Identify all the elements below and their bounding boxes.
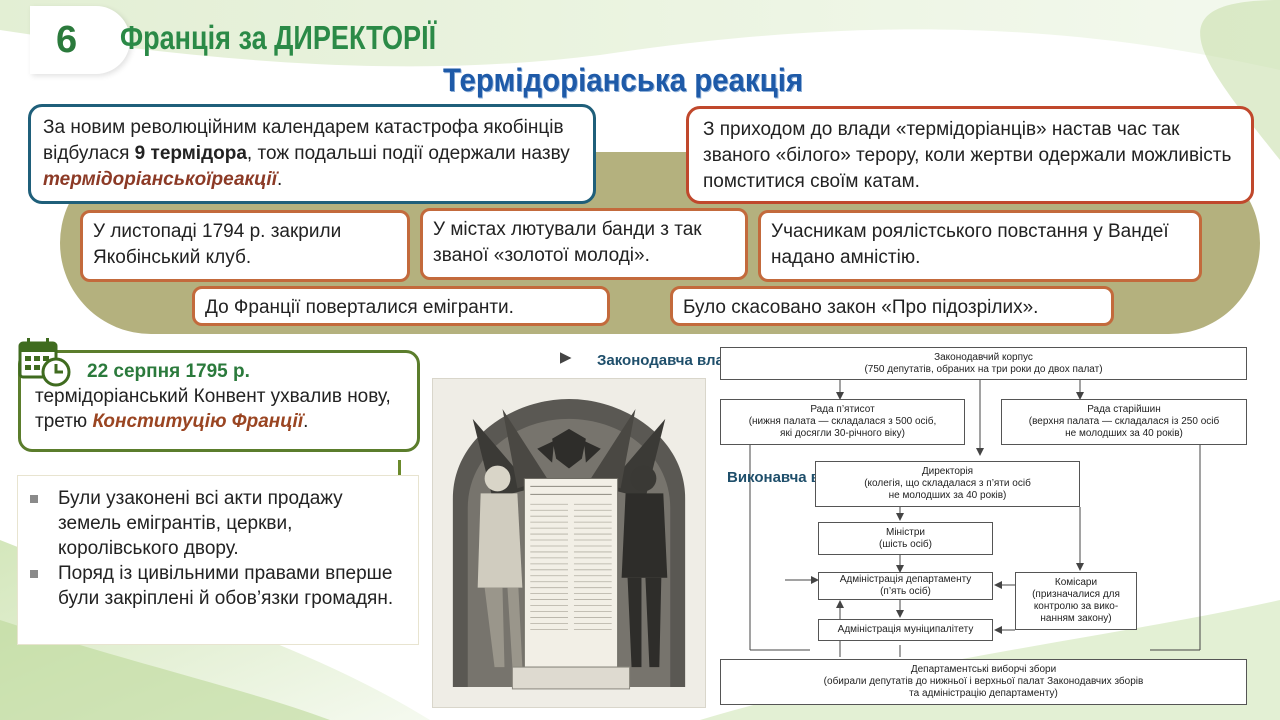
- constitution-date-box: 22 серпня 1795 р. термідоріанський Конве…: [18, 350, 420, 452]
- box-line: (призначалися для: [1032, 589, 1120, 600]
- box-line: Департаментські виборчі збори: [910, 664, 1057, 675]
- directory-box: Директорія (колегія, що складалася з п’я…: [815, 461, 1080, 507]
- white-terror-box: З приходом до влади «термідоріанців» нас…: [686, 106, 1254, 204]
- calendar-text-3: .: [276, 169, 283, 190]
- band-item-suspects-law: Було скасовано закон «Про підозрілих».: [670, 286, 1114, 326]
- legislative-corps-box: Законодавчий корпус (750 депутатів, обра…: [720, 347, 1247, 380]
- ministers-box: Міністри (шість осіб): [818, 522, 993, 555]
- legislative-power-label: Законодавча влада: [597, 352, 742, 369]
- bullet-item: Були узаконені всі акти продажу земель е…: [30, 486, 406, 561]
- council-elders-box: Рада старійшин (верхня палата — складала…: [1001, 399, 1247, 445]
- calendar-text-1: За новим революційним календарем катастр…: [43, 117, 564, 164]
- constitution-text-2: .: [303, 411, 309, 432]
- band-item-jacobin-club: У листопаді 1794 р. закрили Якобінський …: [80, 210, 410, 282]
- band-item-text: До Франції поверталися емігранти.: [205, 297, 514, 318]
- box-line: (п’ять осіб): [880, 586, 931, 597]
- band-item-golden-youth: У містах лютували банди з так званої «зо…: [420, 208, 748, 280]
- calendar-explanation-box: За новим революційним календарем катастр…: [28, 104, 596, 204]
- arrow-down-icon: [398, 460, 401, 490]
- department-admin-box: Адміністрація департаменту (п’ять осіб): [818, 572, 993, 600]
- box-line: Комісари: [1054, 577, 1098, 588]
- thermidor-date: 9 термідора: [134, 143, 247, 164]
- government-structure-diagram: Законодавча влада Виконавча влада Законо…: [560, 345, 1250, 710]
- diagram-connectors: [560, 350, 1201, 657]
- box-line: нанням закону): [1040, 613, 1112, 624]
- calendar-clock-icon: [18, 338, 71, 387]
- band-item-text: У містах лютували банди з так званої «зо…: [433, 219, 702, 266]
- box-line: Рада п’ятисот: [810, 404, 875, 415]
- box-line: (колегія, що складалася з п’яти осіб: [864, 478, 1031, 489]
- slide-number-tab: [30, 6, 130, 74]
- box-line: не молодших за 40 років): [888, 490, 1007, 501]
- band-item-vendee-amnesty: Учасникам роялістського повстання у Ванд…: [758, 210, 1202, 282]
- commissars-box: Комісари (призначалися для контролю за в…: [1015, 572, 1137, 630]
- box-line: (шість осіб): [879, 538, 932, 550]
- box-line: які досягли 30-річного віку): [780, 428, 905, 439]
- band-item-text: У листопаді 1794 р. закрили Якобінський …: [93, 221, 342, 268]
- constitution-engraving-image: [432, 378, 706, 708]
- municipal-admin-box: Адміністрація муніципалітету: [818, 619, 993, 641]
- box-line: (верхня палата — складалася із 250 осіб: [1028, 416, 1220, 427]
- box-line: Директорія: [921, 466, 974, 477]
- slide-subtitle: Термідоріанська реакція: [443, 62, 804, 98]
- slide-title: Франція за ДИРЕКТОРІЇ: [120, 19, 437, 56]
- box-line: Міністри: [885, 526, 926, 538]
- constitution-term: Конституцію Франції: [92, 411, 304, 432]
- band-item-text: Було скасовано закон «Про підозрілих».: [683, 297, 1039, 318]
- box-line: та адміністрацію департаменту): [909, 688, 1058, 699]
- band-item-emigrants-return: До Франції поверталися емігранти.: [192, 286, 610, 326]
- council-500-box: Рада п’ятисот (нижня палата — складалася…: [720, 399, 965, 445]
- white-terror-text: З приходом до влади «термідоріанців» нас…: [703, 119, 1232, 192]
- box-line: Адміністрація муніципалітету: [837, 624, 974, 635]
- box-line: Адміністрація департаменту: [839, 574, 972, 585]
- box-line: (нижня палата — складалася з 500 осіб,: [748, 416, 937, 427]
- box-line: контролю за вико-: [1033, 601, 1119, 612]
- box-line: Законодавчий корпус: [934, 351, 1033, 363]
- calendar-text-2: , тож подальші події одержали назву: [246, 143, 570, 164]
- slide-number: 6: [56, 19, 78, 61]
- box-line: Рада старійшин: [1087, 404, 1161, 415]
- box-line: не молодших за 40 років): [1065, 428, 1183, 439]
- band-item-text: Учасникам роялістського повстання у Ванд…: [771, 221, 1169, 268]
- thermidorian-reaction-term: термідоріанськоїреакції: [43, 169, 277, 190]
- box-line: (750 депутатів, обраних на три роки до д…: [864, 363, 1103, 375]
- constitution-bullets: Були узаконені всі акти продажу земель е…: [18, 476, 418, 644]
- constitution-text-1: термідоріанський Конвент ухвалив нову, т…: [35, 386, 391, 432]
- box-line: (обирали депутатів до нижньої і верхньої…: [823, 676, 1144, 687]
- bullet-item: Поряд із цивільними правами вперше були …: [30, 561, 406, 611]
- constitution-date: 22 серпня 1795 р.: [87, 361, 250, 382]
- electoral-assemblies-box: Департаментські виборчі збори (обирали д…: [720, 659, 1247, 705]
